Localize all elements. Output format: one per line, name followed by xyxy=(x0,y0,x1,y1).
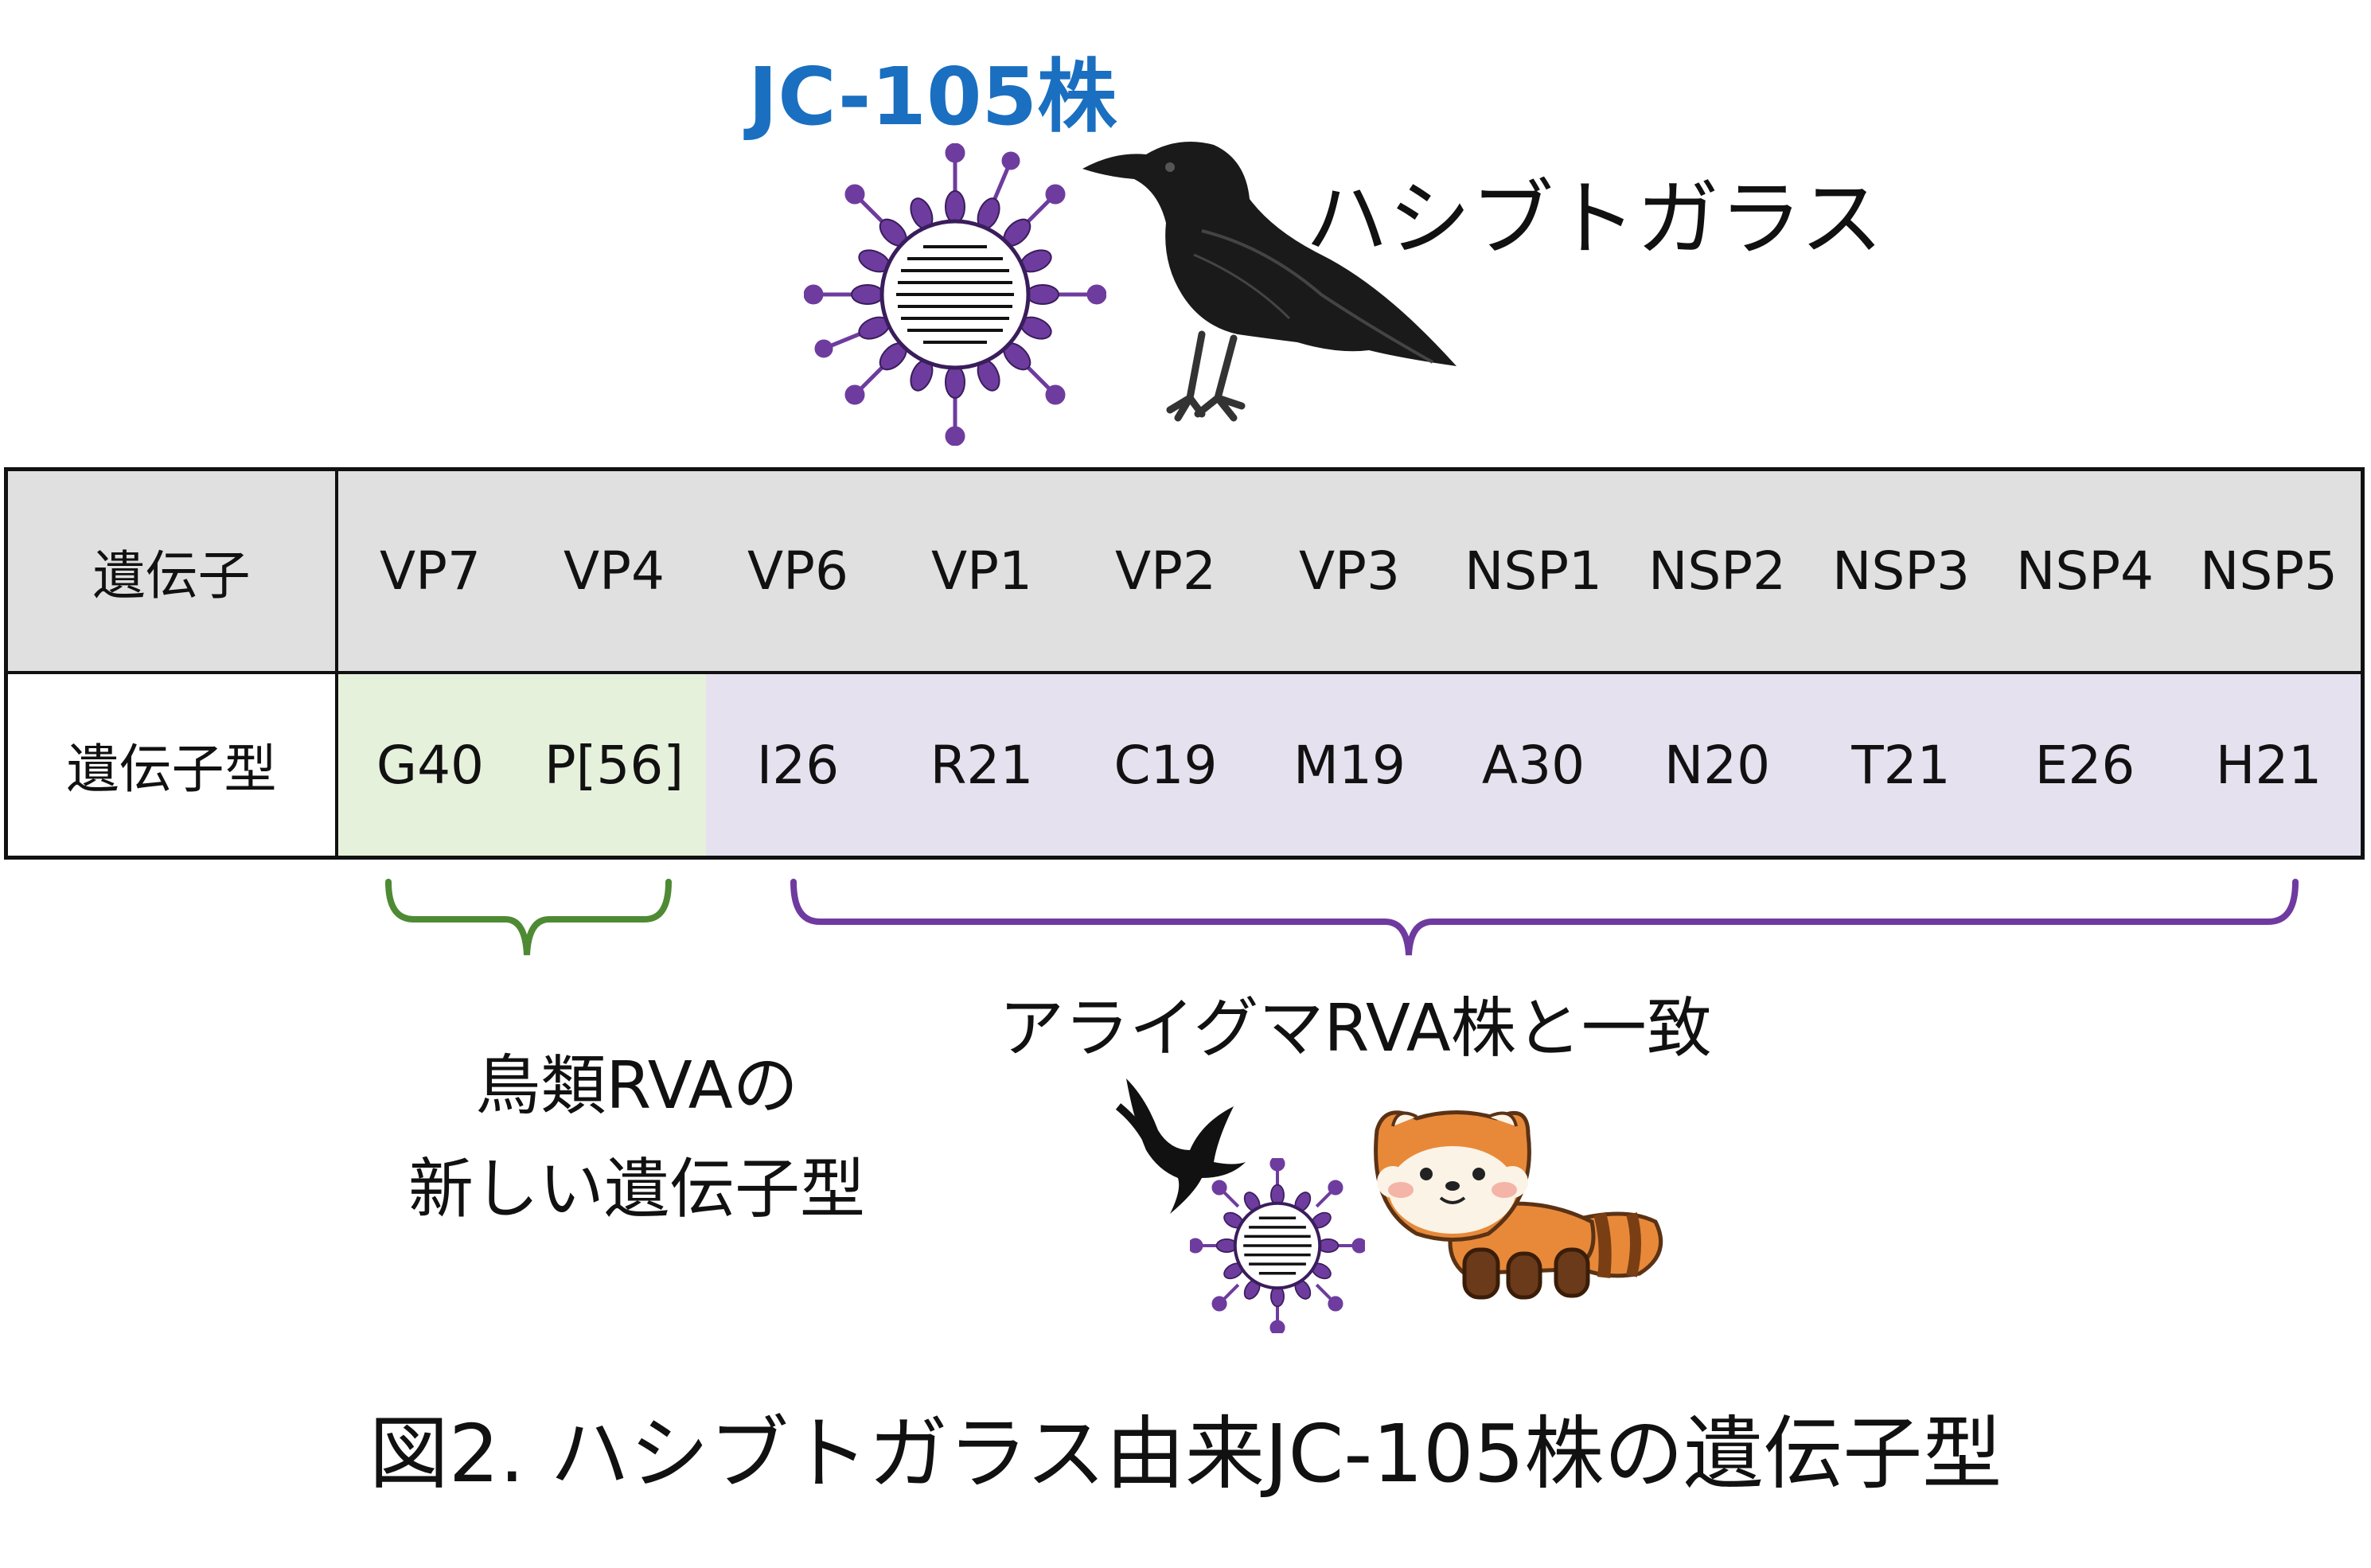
genotype-cell: P[56] xyxy=(544,734,684,796)
novel-genotype-highlight xyxy=(338,674,706,856)
genotype-cell: H21 xyxy=(2215,734,2322,796)
gene-cell: VP6 xyxy=(747,540,848,602)
red-panda-icon xyxy=(1374,1110,1663,1300)
gene-cell: VP3 xyxy=(1299,540,1400,602)
avian-new-genotype-label: 鳥類RVAの 新しい遺伝子型 xyxy=(239,1035,1035,1242)
virus-icon xyxy=(804,143,1106,446)
gene-cell: NSP1 xyxy=(1464,540,1603,602)
strain-title: JC-105株 xyxy=(748,50,1117,143)
genotype-cell: E26 xyxy=(2034,734,2135,796)
gene-cell: VP1 xyxy=(931,540,1032,602)
genotype-cell: I26 xyxy=(756,734,840,796)
genotype-cell: N20 xyxy=(1663,734,1771,796)
gene-row-label: 遺伝子 xyxy=(8,471,338,671)
purple-bracket xyxy=(790,879,2299,956)
raccoon-match-highlight xyxy=(706,674,2361,856)
genotype-table: 遺伝子 VP7 VP4 VP6 VP1 VP2 VP3 NSP1 NSP2 NS… xyxy=(4,467,2365,860)
gene-row: 遺伝子 VP7 VP4 VP6 VP1 VP2 VP3 NSP1 NSP2 NS… xyxy=(8,471,2361,674)
gene-cell: VP7 xyxy=(380,540,481,602)
crow-icon xyxy=(1082,142,1457,422)
genotype-cell: C19 xyxy=(1113,734,1218,796)
raccoon-match-label: アライグマRVA株と一致 xyxy=(999,991,1712,1067)
genotype-cell: M19 xyxy=(1293,734,1406,796)
avian-label-line1: 鳥類RVAの xyxy=(475,1048,798,1124)
genotype-cell: T21 xyxy=(1851,734,1951,796)
flying-bird-icon xyxy=(1115,1078,1246,1214)
avian-label-line2: 新しい遺伝子型 xyxy=(408,1152,865,1227)
genotype-row: 遺伝子型 G40 P[56] I26 R21 C19 M19 A30 N20 T… xyxy=(8,674,2361,856)
gene-cell: NSP5 xyxy=(2199,540,2338,602)
gene-cell: VP4 xyxy=(564,540,665,602)
figure-caption: 図2. ハシブトガラス由来JC-105株の遺伝子型 xyxy=(369,1407,2002,1500)
genotype-cells: G40 P[56] I26 R21 C19 M19 A30 N20 T21 E2… xyxy=(338,674,2361,856)
genotype-cell: G40 xyxy=(376,734,485,796)
genotype-cell: R21 xyxy=(930,734,1034,796)
gene-cells: VP7 VP4 VP6 VP1 VP2 VP3 NSP1 NSP2 NSP3 N… xyxy=(338,471,2361,671)
genotype-row-label: 遺伝子型 xyxy=(8,674,338,856)
gene-cell: VP2 xyxy=(1115,540,1216,602)
genotype-cell: A30 xyxy=(1481,734,1585,796)
virus-icon xyxy=(1190,1158,1365,1333)
host-name: ハシブトガラス xyxy=(1305,170,1883,267)
gene-cell: NSP4 xyxy=(2015,540,2155,602)
brackets xyxy=(385,879,2299,956)
green-bracket xyxy=(385,879,672,956)
gene-cell: NSP3 xyxy=(1831,540,1971,602)
gene-cell: NSP2 xyxy=(1648,540,1787,602)
